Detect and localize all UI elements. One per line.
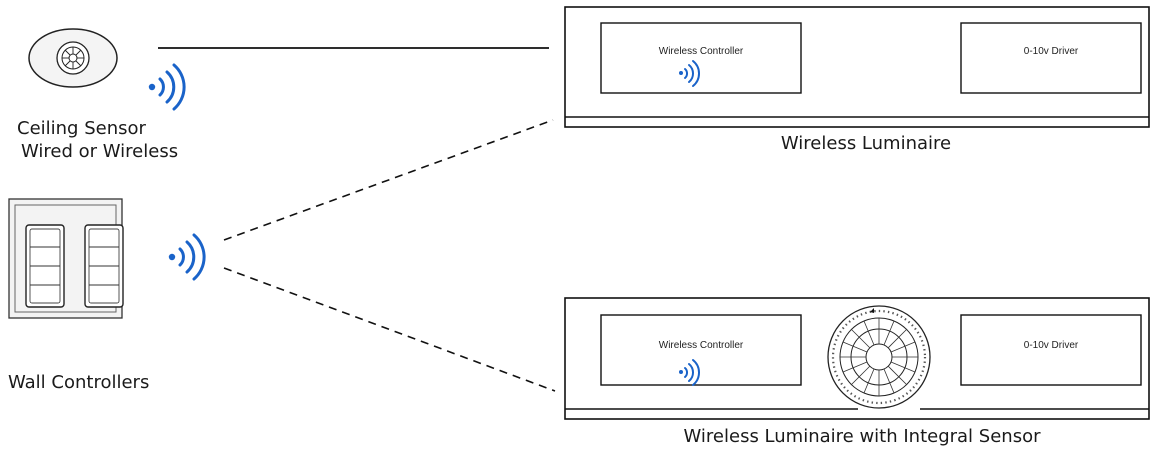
ceiling-sensor-label: Ceiling Sensor — [17, 118, 146, 139]
luminaire-2 — [564, 297, 1150, 420]
wireless-signal-icon — [679, 359, 700, 386]
driver-label: 0-10v Driver — [1023, 340, 1079, 351]
wireless-connection-line — [223, 267, 556, 392]
wall-controllers-label: Wall Controllers — [8, 372, 150, 393]
driver-box — [960, 22, 1142, 94]
driver-label: 0-10v Driver — [1023, 46, 1079, 57]
luminaire-caption: Wireless Luminaire with Integral Sensor — [683, 426, 1041, 447]
wireless-signal-icon — [148, 63, 186, 111]
controller-box — [600, 314, 802, 386]
luminaire-1 — [564, 6, 1150, 128]
luminaire-caption: Wireless Luminaire — [780, 133, 952, 154]
controller-label: Wireless Controller — [658, 46, 744, 57]
controller-box — [600, 22, 802, 94]
wall-switch-icon — [8, 198, 124, 319]
ceiling-sensor-icon — [28, 28, 118, 88]
wireless-connection-line — [223, 119, 554, 241]
wireless-signal-icon — [679, 60, 700, 87]
wireless-signal-icon — [168, 233, 206, 281]
driver-box — [960, 314, 1142, 386]
ceiling-sensor-sublabel: Wired or Wireless — [21, 141, 179, 162]
controller-label: Wireless Controller — [658, 340, 744, 351]
integral-sensor-icon — [827, 305, 931, 409]
